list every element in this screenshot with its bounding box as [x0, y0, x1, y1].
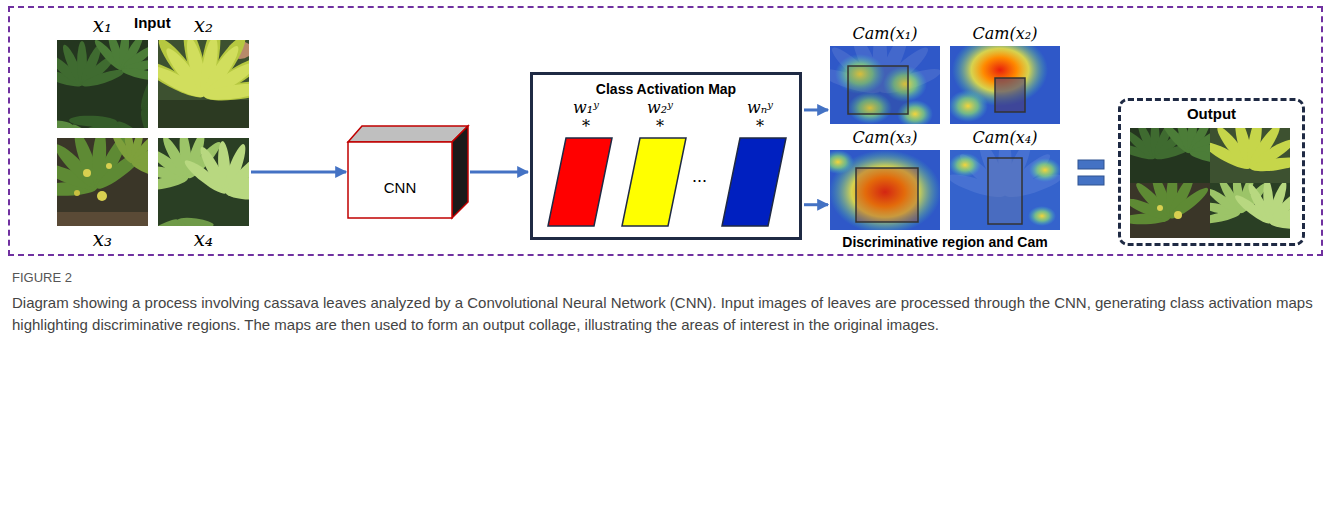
cam-panel: Class Activation Mapw₁ʸ *w₂ʸ *wₙʸ * — [530, 72, 802, 240]
feature-map-shape — [722, 138, 786, 226]
equals-sign — [1078, 160, 1104, 169]
node-label: x₃ — [93, 227, 112, 251]
node-label: Class Activation Map — [596, 81, 736, 97]
figure-number: FIGURE 2 — [12, 270, 72, 285]
heatmap — [822, 150, 941, 234]
ellipsis: ... — [692, 166, 707, 187]
feature-map-shape — [622, 138, 686, 226]
node-label: Cam(x₂) — [973, 24, 1038, 43]
leaf-photo — [123, 113, 292, 262]
leaf-image: x₁ — [57, 40, 148, 128]
node-label: x₁ — [93, 13, 112, 37]
cnn-block: CNN — [348, 126, 468, 218]
output-collage — [1109, 99, 1326, 243]
node-label: Output — [1187, 105, 1236, 122]
flow-arrow — [804, 108, 828, 111]
input-panel: Inputx₁x₂x₃x₄CNNClass Activation Mapw₁ʸ … — [8, 6, 1323, 256]
node-label: wₙʸ * — [747, 98, 773, 136]
leaf-photo — [133, 13, 287, 128]
node-label: Cam(x₃) — [853, 128, 918, 147]
flow-arrow — [251, 170, 346, 173]
node-label: Cam(x₄) — [973, 128, 1038, 147]
heatmap — [946, 135, 1064, 230]
cam-heatmap: Cam(x₂) — [950, 46, 1060, 124]
leaf-image: x₃ — [57, 138, 148, 226]
output-panel: Output — [1118, 98, 1305, 246]
node-label: x₂ — [194, 13, 213, 37]
leaf-image: x₂ — [158, 40, 249, 128]
node-label: x₄ — [194, 227, 213, 251]
cam-heatmap: Cam(x₃) — [830, 150, 940, 230]
node-label: w₁ʸ * — [573, 98, 599, 136]
heatmap — [948, 34, 1060, 124]
feature-map: wₙʸ * — [722, 138, 786, 226]
region-label: Discriminative region and Cam — [842, 234, 1047, 250]
flow-arrow — [804, 203, 828, 206]
figure-caption: Diagram showing a process involving cass… — [12, 292, 1317, 336]
node-label: w₂ʸ * — [647, 98, 673, 136]
node-label: Input — [134, 14, 171, 31]
cam-heatmap: Cam(x₄) — [950, 150, 1060, 230]
equals-sign — [1078, 176, 1104, 185]
node-label: CNN — [384, 179, 417, 196]
feature-map: w₂ʸ * — [622, 138, 686, 226]
flow-arrow — [470, 171, 528, 174]
feature-map: w₁ʸ * — [548, 138, 612, 226]
node-label: Cam(x₁) — [853, 24, 918, 43]
leaf-image: x₄ — [158, 138, 249, 226]
cnn-block-shape — [348, 126, 468, 218]
feature-map-shape — [548, 138, 612, 226]
cam-heatmap: Cam(x₁) — [830, 46, 940, 124]
